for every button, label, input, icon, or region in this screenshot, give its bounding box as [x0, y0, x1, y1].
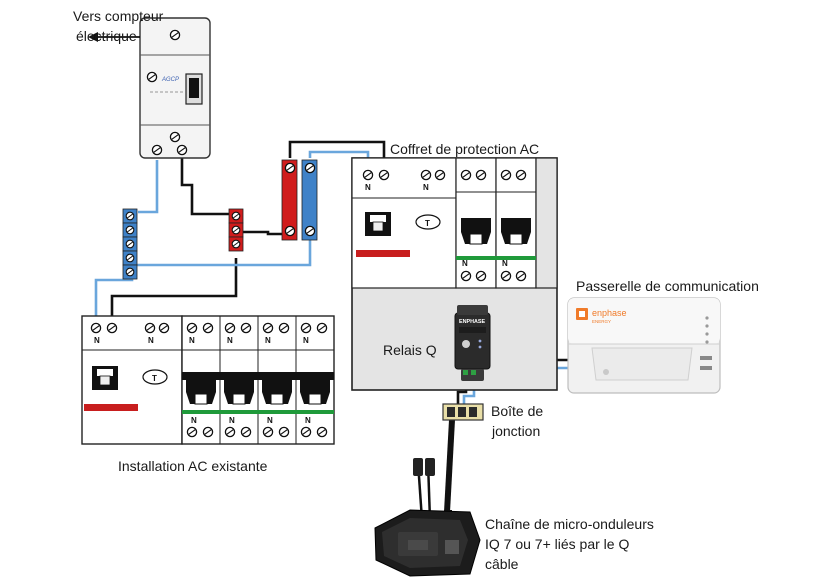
differential-switch-icon — [364, 211, 392, 237]
ac-neutral-bar — [301, 159, 318, 241]
neutral-mark: N — [94, 336, 100, 345]
circuit-breaker-icon — [261, 377, 293, 405]
test-mark: T — [425, 219, 430, 228]
phase-wire-bridge — [240, 230, 285, 236]
junction-label-line2: jonction — [491, 423, 540, 439]
communication-gateway: enphase ENERGY — [567, 297, 721, 394]
phase-wire-existing — [110, 258, 238, 320]
phase-distribution-bar — [228, 208, 244, 252]
neutral-mark: N — [502, 259, 508, 268]
differential-switch-icon — [91, 365, 119, 391]
phase-wire-to-ac-box — [288, 140, 386, 172]
arrow-left-icon — [88, 32, 140, 42]
gateway-brand: enphase — [592, 308, 627, 318]
meter-label-line2: électrique — [76, 28, 137, 44]
neutral-mark: N — [462, 259, 468, 268]
ac-box-title: Coffret de protection AC — [390, 141, 539, 157]
gateway-label: Passerelle de communication — [576, 278, 759, 294]
ac-phase-bar — [281, 159, 298, 241]
neutral-mark: N — [227, 336, 233, 345]
meter-label-line1: Vers compteur — [73, 8, 164, 24]
agcp-mark: AGCP — [161, 77, 179, 83]
junction-label-line1: Boîte de — [491, 403, 543, 419]
neutral-mark: N — [189, 336, 195, 345]
neutral-mark: N — [191, 416, 197, 425]
neutral-mark: N — [229, 416, 235, 425]
neutral-mark: N — [365, 183, 371, 192]
test-mark: T — [152, 374, 157, 383]
gateway-sub: ENERGY — [592, 319, 611, 324]
circuit-breaker-icon — [500, 217, 532, 245]
neutral-wire-bridge — [136, 238, 312, 267]
junction-box — [442, 403, 484, 421]
existing-install-label: Installation AC existante — [118, 458, 268, 474]
neutral-mark: N — [267, 416, 273, 425]
circuit-breaker-icon — [185, 377, 217, 405]
relay-brand: ENPHASE — [459, 319, 485, 325]
micro-label-line1: Chaîne de micro-onduleurs — [485, 516, 654, 532]
neutral-mark: N — [423, 183, 429, 192]
agcp-meter-breaker: AGCP — [139, 17, 211, 159]
neutral-wire-meter — [138, 160, 159, 214]
phase-wire-meter — [180, 150, 236, 216]
micro-inverter-chain — [374, 458, 481, 577]
neutral-distribution-bar — [122, 208, 138, 280]
neutral-mark: N — [305, 416, 311, 425]
micro-label-line2: IQ 7 ou 7+ liés par le Q — [485, 536, 629, 552]
existing-ac-panel: N N N N N N T N N N N — [81, 315, 335, 445]
circuit-breaker-icon — [223, 377, 255, 405]
micro-label-line3: câble — [485, 556, 519, 572]
neutral-mark: N — [265, 336, 271, 345]
neutral-mark: N — [148, 336, 154, 345]
q-relay: ENPHASE — [454, 305, 491, 381]
circuit-breaker-icon — [299, 377, 331, 405]
circuit-breaker-icon — [460, 217, 492, 245]
neutral-mark: N — [303, 336, 309, 345]
q-cable — [444, 419, 455, 513]
relay-label: Relais Q — [383, 342, 437, 358]
